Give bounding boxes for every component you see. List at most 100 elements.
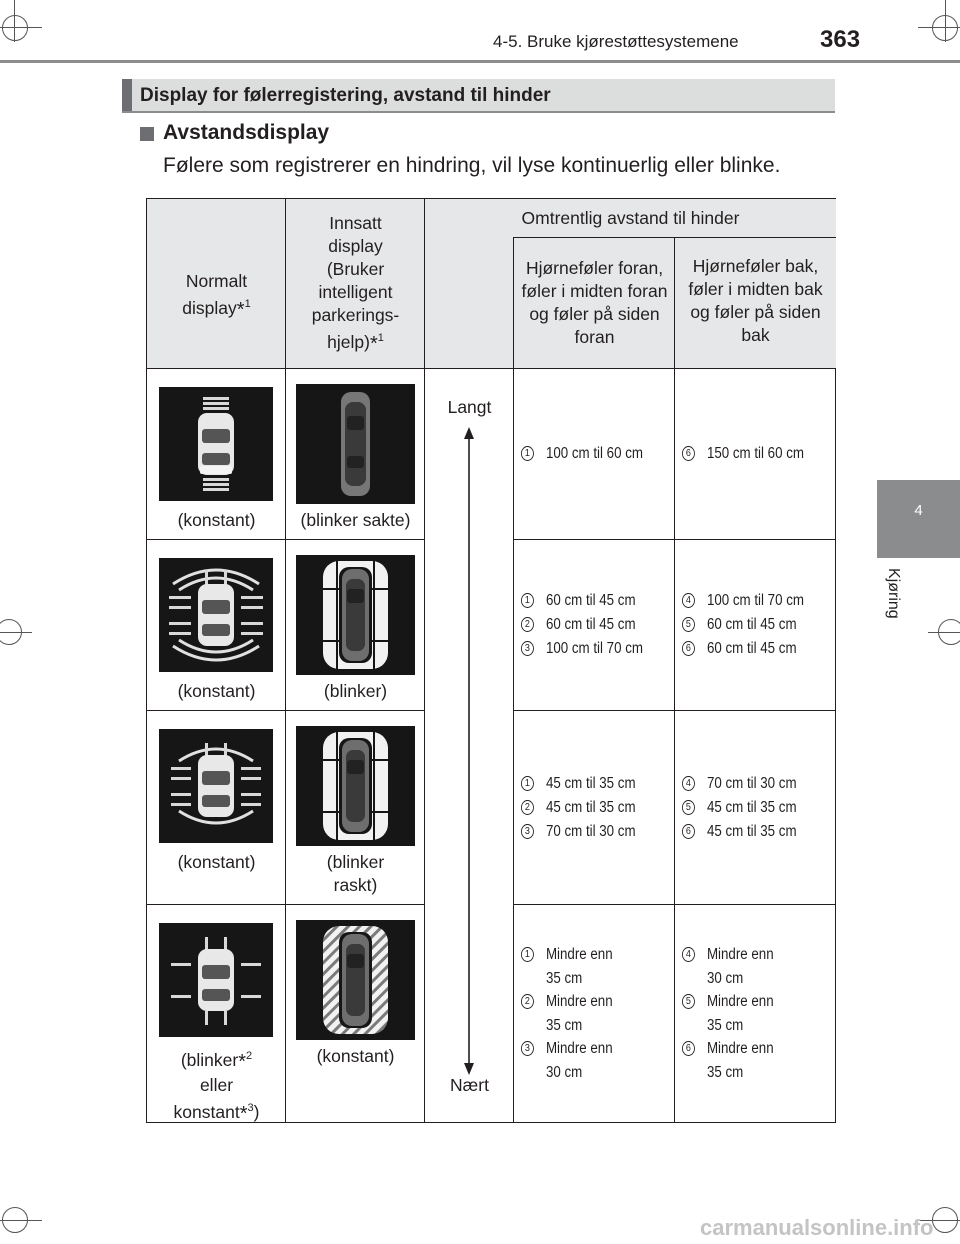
sensor-number-icon: 3	[521, 1041, 534, 1057]
crop-mark	[2, 1207, 28, 1233]
subheading: Avstandsdisplay	[163, 121, 330, 144]
caption-part: eller	[199, 1074, 234, 1095]
sensor-number-icon: 4	[682, 947, 695, 963]
inset-display-caption: (konstant)	[316, 1046, 395, 1066]
rear-distance-entry: 5 60 cm til 45 cm	[682, 613, 797, 637]
header-rule	[0, 60, 960, 63]
inset-display-image	[296, 920, 415, 1040]
header-distance-text: Omtrentlig avstand til hinder	[521, 208, 740, 228]
front-distance-entry: 3 100 cm til 70 cm	[521, 637, 643, 661]
table-divider	[674, 237, 675, 1122]
table-divider	[147, 710, 425, 711]
inset-display-caption-text: (blinker raskt)	[326, 852, 385, 895]
sensor-number-icon: 5	[682, 994, 695, 1010]
caption-part: konstant	[173, 1101, 240, 1122]
rear-distance-entry: 6 45 cm til 35 cm	[682, 820, 797, 844]
sensor-number-icon: 5	[682, 617, 695, 633]
normal-display-image	[159, 729, 273, 843]
rear-distance-entry: 6 Mindre enn 35 cm	[682, 1037, 774, 1084]
sensor-number-icon: 6	[682, 446, 695, 462]
table-divider	[424, 199, 425, 1122]
table-divider	[513, 237, 514, 1122]
footnote-number: 3	[247, 1101, 254, 1114]
page-number: 363	[820, 26, 861, 53]
front-distance-entry: 3 70 cm til 30 cm	[521, 820, 636, 844]
caption-part: (blinker	[180, 1049, 239, 1070]
chapter-number: 4	[914, 502, 923, 519]
table-divider	[513, 237, 836, 238]
header-rear-sensors: Hjørneføler bak, føler i midten bak og f…	[675, 237, 836, 369]
header-inset-display: Innsatt display (Bruker intelligent park…	[286, 199, 425, 369]
footnote-number: 1	[244, 298, 251, 311]
sensor-number-icon: 2	[521, 800, 534, 816]
distance-text: 150 cm til 60 cm	[706, 445, 804, 462]
footnote-star-icon: *	[239, 1102, 248, 1125]
inset-display-image	[296, 555, 415, 675]
distance-text: 60 cm til 45 cm	[545, 592, 636, 609]
inset-display-caption: (blinker raskt)	[286, 851, 425, 897]
inset-display-image	[296, 384, 415, 504]
footnote-number: 2	[246, 1050, 253, 1062]
distance-text: 30 cm	[545, 1063, 583, 1081]
normal-display-image	[159, 387, 273, 501]
watermark: carmanualsonline.info	[700, 1215, 934, 1240]
front-distance-entry: 2 45 cm til 35 cm	[521, 796, 636, 820]
distance-text: 60 cm til 45 cm	[706, 640, 797, 657]
sensor-number-icon: 2	[521, 994, 534, 1010]
table-divider	[513, 539, 836, 540]
distance-display-table: Normalt display*1 Innsatt display (Bruke…	[146, 198, 836, 1125]
banner-accent-bar	[122, 79, 132, 111]
crop-mark	[932, 1207, 958, 1233]
distance-text: 45 cm til 35 cm	[706, 823, 797, 840]
crop-mark	[2, 15, 28, 41]
square-bullet-icon	[140, 127, 154, 141]
distance-text: Mindre enn	[706, 1040, 774, 1057]
crop-mark	[938, 619, 960, 645]
distance-text: 60 cm til 45 cm	[545, 616, 636, 633]
header-inset-display-text: Innsatt display (Bruker intelligent park…	[311, 213, 400, 352]
distance-text: Mindre enn	[545, 993, 613, 1010]
sensor-number-icon: 1	[521, 593, 534, 609]
table-divider	[513, 710, 836, 711]
sensor-number-icon: 3	[521, 641, 534, 657]
normal-display-caption: (blinker*2 eller konstant*3)	[173, 1049, 260, 1125]
rear-distance-entry: 6 60 cm til 45 cm	[682, 637, 797, 661]
normal-display-caption: (konstant)	[177, 681, 256, 701]
scale-near-label: Nært	[450, 1075, 489, 1095]
rear-distance-entry: 6 150 cm til 60 cm	[682, 442, 804, 466]
distance-text: 60 cm til 45 cm	[706, 616, 797, 633]
distance-text: 100 cm til 70 cm	[706, 592, 804, 609]
normal-display-image	[159, 923, 273, 1037]
table-divider	[147, 904, 425, 905]
header-front-sensors: Hjørneføler foran, føler i midten foran …	[514, 237, 675, 369]
sensor-number-icon: 5	[682, 800, 695, 816]
chapter-tab: 4	[877, 480, 960, 558]
chapter-label: Kjøring	[885, 568, 902, 619]
subsection-banner: Display for følerregistering, avstand ti…	[122, 79, 835, 113]
distance-text: 70 cm til 30 cm	[706, 775, 797, 792]
distance-text: 70 cm til 30 cm	[545, 823, 636, 840]
distance-text: 100 cm til 70 cm	[545, 640, 643, 657]
footnote-number: 1	[377, 332, 384, 345]
distance-scale-arrow-icon	[464, 427, 474, 1075]
sensor-number-icon: 3	[521, 824, 534, 840]
footnote-star-icon: *	[238, 1050, 247, 1073]
distance-text: Mindre enn	[706, 993, 774, 1010]
sensor-number-icon: 6	[682, 824, 695, 840]
distance-text: 35 cm	[706, 1016, 744, 1034]
distance-text: 35 cm	[545, 969, 583, 987]
sensor-number-icon: 6	[682, 641, 695, 657]
sensor-number-icon: 6	[682, 1041, 695, 1057]
distance-text: 35 cm	[706, 1063, 744, 1081]
header-front-sensors-text: Hjørneføler foran, føler i midten foran …	[521, 258, 668, 347]
distance-text: 45 cm til 35 cm	[545, 799, 636, 816]
